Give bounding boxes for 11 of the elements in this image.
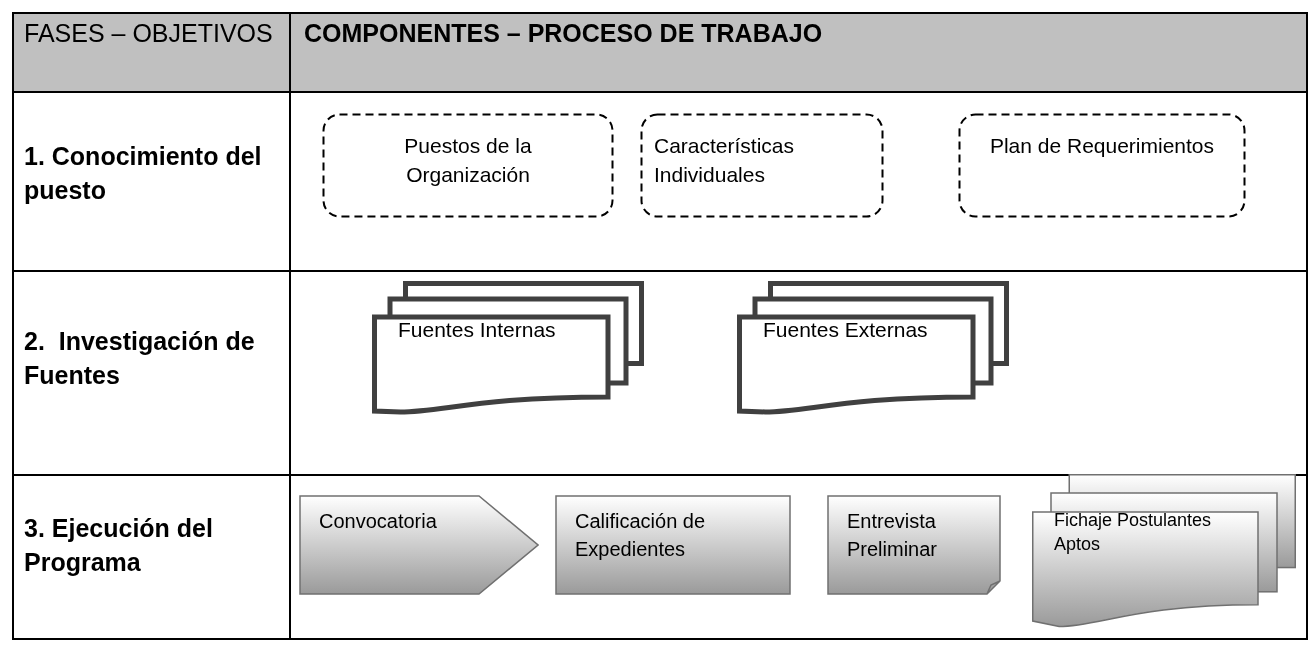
dashed-rounded-box: Puestos de la Organización xyxy=(322,113,614,218)
row-header: 2. Investigación de Fuentes xyxy=(24,326,256,391)
folded-corner-note: Entrevista Preliminar xyxy=(827,495,1001,595)
row-header: 1. Conocimiento del puesto xyxy=(24,141,263,206)
dashed-rounded-box: Plan de Requerimientos xyxy=(958,113,1246,218)
process-box: Calificación de Expedientes xyxy=(555,495,791,595)
pentagon-arrow-shape: Convocatoria xyxy=(299,495,539,595)
row-header: 3. Ejecución del Programa xyxy=(24,513,214,578)
column-header: FASES – OBJETIVOS xyxy=(24,18,274,49)
column-header: COMPONENTES – PROCESO DE TRABAJO xyxy=(304,18,823,49)
dashed-rounded-box: Características Individuales xyxy=(640,113,884,218)
